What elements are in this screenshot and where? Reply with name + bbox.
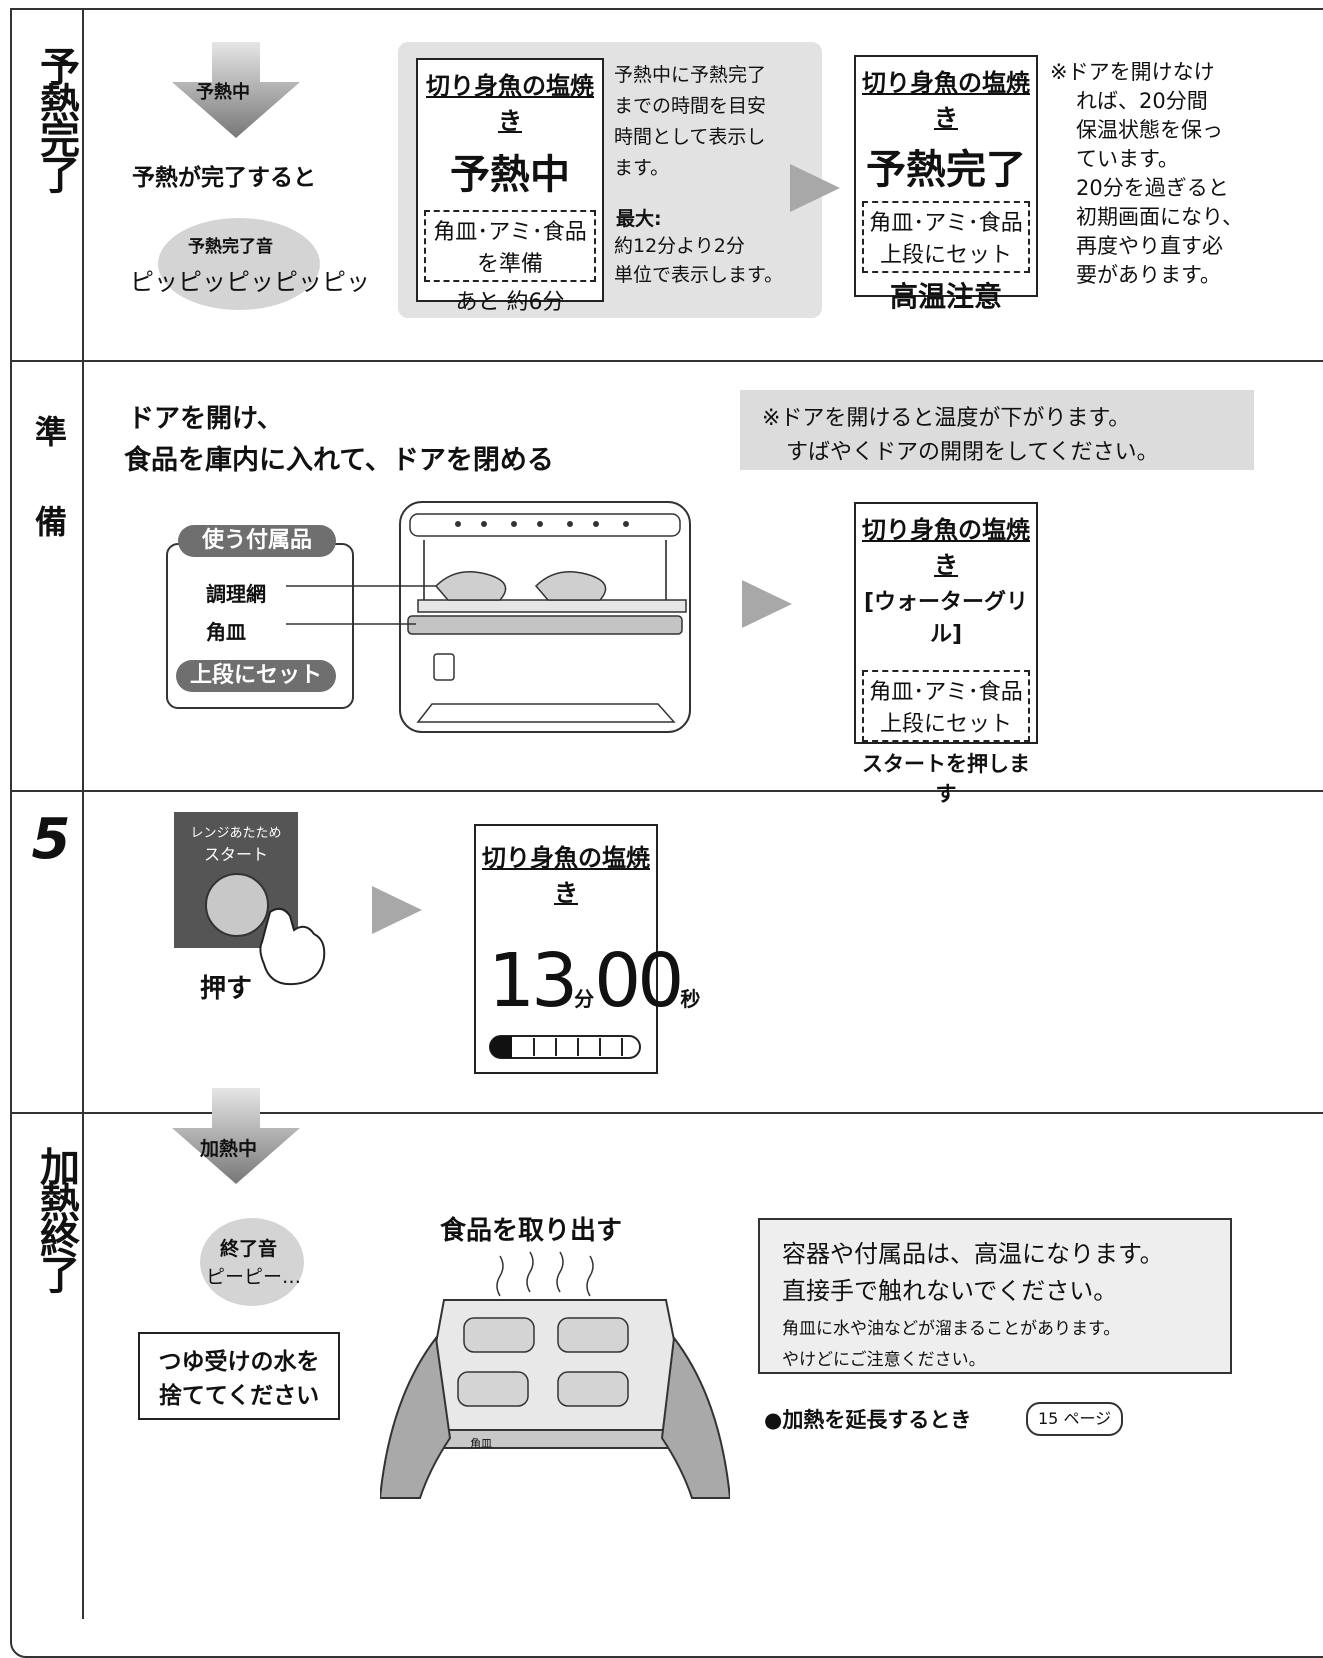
drain-water-box: つゆ受けの水を 捨ててください — [138, 1332, 340, 1420]
down-arrow-icon — [172, 42, 300, 138]
preheat-sound-title: 予熱完了音 — [188, 237, 273, 257]
lcd-line1: 角皿･アミ･食品 — [869, 680, 1023, 705]
row-divider-2 — [10, 790, 1323, 792]
caution-box: 容器や付属品は、高温になります。 直接手で触れないでください。 角皿に水や油など… — [758, 1218, 1232, 1374]
timer-minutes: 13 — [488, 938, 578, 1024]
sound-bubble — [200, 1218, 304, 1306]
button-top-label: レンジあたため — [190, 826, 282, 841]
heating-arrow-label: 加熱中 — [200, 1138, 258, 1160]
drain-line-2: 捨ててください — [158, 1383, 320, 1409]
progress-bar — [489, 1035, 641, 1059]
accessory-title: 使う付属品 — [178, 525, 336, 557]
caution-line-2: 直接手で触れないでください。 — [782, 1277, 1118, 1305]
caution-line-1: 容器や付属品は、高温になります。 — [782, 1240, 1164, 1268]
note-line: までの時間を目安 — [614, 95, 767, 117]
next-arrow-icon — [790, 164, 840, 212]
lcd-title: 切り身魚の塩焼き — [862, 69, 1030, 132]
lcd-bottom: スタートを押します — [862, 752, 1030, 806]
lcd-bottom: あと 約6分 — [455, 290, 565, 315]
door-note-line: れば、20分間 — [1076, 89, 1208, 113]
accessory-rack: 調理網 — [206, 582, 266, 606]
timer-min-unit: 分 — [574, 987, 595, 1011]
lcd-mode: [ウォーターグリル] — [863, 590, 1029, 647]
tray-label: 角皿 — [470, 1437, 492, 1450]
lcd-big-text: 予熱中 — [450, 152, 570, 198]
max-label: 最大: — [616, 208, 662, 230]
door-note-line: 20分を過ぎると — [1076, 176, 1229, 200]
pressing-hand-icon — [259, 907, 326, 986]
caution-line-4: やけどにご注意ください。 — [782, 1350, 986, 1370]
page-reference-link[interactable]: 15 ページ — [1026, 1402, 1124, 1436]
warning-line-2: すばやくドアの開閉をしてください。 — [786, 440, 1159, 465]
accessory-tray: 角皿 — [206, 620, 246, 644]
door-note-line: ※ドアを開けなけ — [1050, 60, 1215, 84]
preheat-sound-text: ピッピッピッピッピッ — [130, 268, 370, 296]
door-note-line: 保温状態を保っ — [1076, 118, 1223, 142]
lcd-preheat-complete: 切り身魚の塩焼き 予熱完了 角皿･アミ･食品 上段にセット 高温注意 — [854, 55, 1038, 313]
preheat-complete-text: 予熱が完了すると — [132, 165, 316, 191]
start-button[interactable] — [205, 873, 269, 937]
door-note-line: 初期画面になり、 — [1076, 205, 1244, 229]
accessory-position: 上段にセット — [176, 660, 336, 692]
door-note-line: ています。 — [1076, 147, 1179, 171]
lcd-line1: 角皿･アミ･食品 — [869, 211, 1023, 236]
prepare-heading-2: 食品を庫内に入れて、ドアを閉める — [124, 445, 554, 476]
next-arrow-icon — [372, 886, 422, 934]
lcd-line1: 角皿･アミ･食品 — [433, 220, 587, 245]
timer-seconds: 00 — [594, 938, 684, 1024]
section-label-prepare-2: 備 — [34, 503, 67, 541]
lcd-line2: を準備 — [476, 252, 543, 277]
sound-bubble — [158, 218, 320, 310]
end-sound-title: 終了音 — [220, 1238, 278, 1260]
lcd-line2: 上段にセット — [879, 712, 1012, 737]
lcd-timer: 切り身魚の塩焼き 13分00秒 — [474, 824, 700, 1074]
max-line: 約12分より2分 — [614, 235, 745, 257]
section-label-heat-end: 加熱終了 — [40, 1145, 80, 1299]
next-arrow-icon — [742, 580, 792, 628]
down-arrow-icon — [172, 1088, 300, 1184]
extend-heating-text: ●加熱を延長するとき — [764, 1408, 972, 1432]
max-line: 単位で表示します。 — [614, 264, 784, 286]
section-label-preheat-done: 予熱完了 — [40, 45, 80, 199]
take-out-label: 食品を取り出す — [440, 1216, 623, 1246]
door-warning-box: ※ドアを開けると温度が下がります。 すばやくドアの開閉をしてください。 — [740, 390, 1254, 470]
food-tray-illustration — [380, 1251, 730, 1499]
lcd-title: 切り身魚の塩焼き — [482, 844, 650, 907]
lcd-title: 切り身魚の塩焼き — [862, 516, 1030, 579]
door-note-line: 再度やり直す必 — [1076, 234, 1223, 258]
timer-sec-unit: 秒 — [680, 987, 701, 1011]
note-line: 予熱中に予熱完了 — [614, 64, 767, 86]
lcd-water-grill: 切り身魚の塩焼き [ウォーターグリル] 角皿･アミ･食品 上段にセット スタート… — [854, 502, 1038, 806]
drain-line-1: つゆ受けの水を — [158, 1349, 320, 1375]
note-line: 時間として表示し — [614, 126, 766, 148]
row-divider-3 — [10, 1112, 1323, 1114]
prepare-heading-1: ドアを開け、 — [128, 404, 283, 434]
section-label-prepare-1: 準 — [34, 413, 67, 451]
press-label: 押す — [200, 974, 253, 1004]
lcd-line2: 上段にセット — [879, 243, 1012, 268]
lcd-preheating: 切り身魚の塩焼き 予熱中 角皿･アミ･食品 を準備 あと 約6分 — [416, 58, 604, 315]
note-line: ます。 — [614, 157, 670, 179]
oven-illustration — [286, 501, 691, 733]
warning-line-1: ※ドアを開けると温度が下がります。 — [762, 406, 1131, 431]
max-note: 約12分より2分 単位で表示します。 — [614, 232, 783, 290]
section-label-divider — [82, 8, 84, 1619]
step-number-5: 5 — [31, 807, 71, 872]
lcd-big-text: 予熱完了 — [866, 147, 1026, 193]
lcd-bottom: 高温注意 — [889, 280, 1002, 313]
button-start-label: スタート — [203, 845, 268, 864]
row-divider-1 — [10, 360, 1323, 362]
door-note: ※ドアを開けなけ れば、20分間 保温状態を保っ ています。 20分を過ぎると … — [1050, 58, 1243, 290]
door-note-line: 要があります。 — [1076, 263, 1221, 287]
preheat-note: 予熱中に予熱完了 までの時間を目安 時間として表示し ます。 — [614, 60, 766, 184]
caution-line-3: 角皿に水や油などが溜まることがあります。 — [782, 1319, 1121, 1339]
preheating-arrow-label: 予熱中 — [196, 82, 250, 103]
end-sound-text: ピーピー… — [206, 1266, 302, 1288]
lcd-title: 切り身魚の塩焼き — [426, 72, 594, 135]
